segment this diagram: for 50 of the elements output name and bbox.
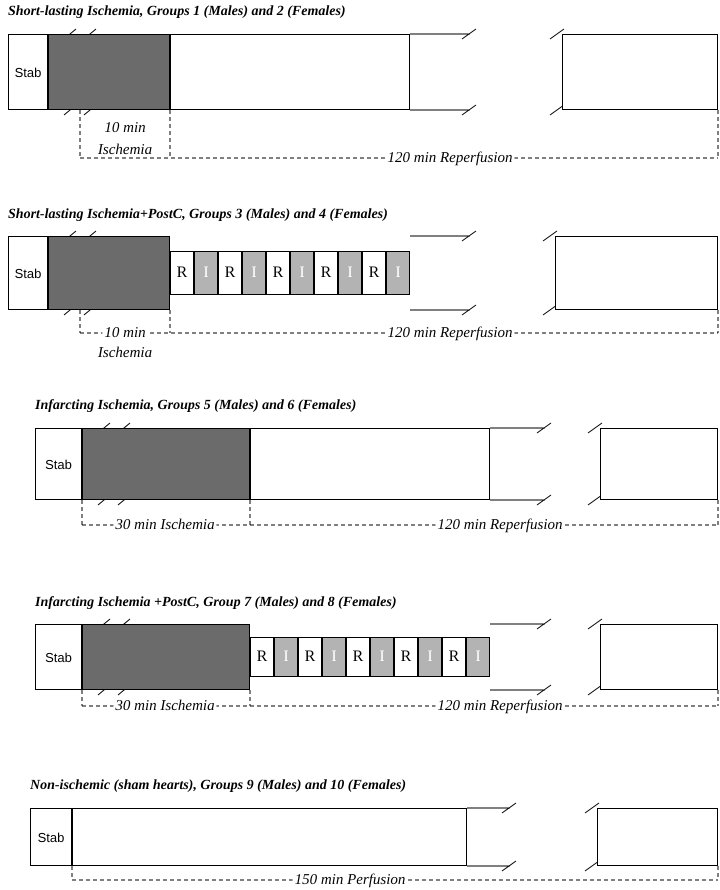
- section-heading: Infarcting Ischemia +PostC, Group 7 (Males) and 8 (Females): [35, 595, 396, 611]
- reperfusion-cycle-box: R: [250, 637, 274, 677]
- duration-label: 120 min Reperfusion: [436, 698, 564, 714]
- duration-label: 120 min Reperfusion: [386, 325, 514, 341]
- reperfusion-cycle-box: R: [442, 637, 466, 677]
- duration-label: 10 min: [104, 120, 146, 136]
- reperfusion-cycle-box: R: [346, 637, 370, 677]
- ischemia-bar: [48, 34, 170, 110]
- duration-label: 150 min Perfusion: [292, 872, 408, 888]
- section-heading: Short-lasting Ischemia, Groups 1 (Males) and 2 (Females): [8, 4, 346, 20]
- ischemia-cycle-box: I: [194, 250, 218, 296]
- ischemia-bar: [48, 236, 170, 310]
- duration-label: 120 min Reperfusion: [436, 517, 564, 533]
- reperfusion-cycle-box: R: [362, 250, 386, 296]
- ischemia-bar: [82, 428, 250, 500]
- section-heading: Short-lasting Ischemia+PostC, Groups 3 (Males) and 4 (Females): [8, 207, 388, 223]
- reperfusion-cycle-box: R: [170, 250, 194, 296]
- ischemia-bar: [82, 624, 250, 690]
- duration-label: 120 min Reperfusion: [386, 150, 514, 166]
- timeline-box: [600, 428, 718, 500]
- ischemia-cycle-box: I: [338, 250, 362, 296]
- timeline-box: [562, 34, 718, 110]
- duration-label: Ischemia: [98, 142, 152, 158]
- timeline-box: [600, 624, 718, 690]
- timeline-box: [72, 808, 467, 866]
- timeline-box: [555, 236, 718, 310]
- reperfusion-cycle-box: R: [394, 637, 418, 677]
- timeline-box: [250, 428, 490, 500]
- reperfusion-cycle-box: R: [218, 250, 242, 296]
- reperfusion-cycle-box: R: [298, 637, 322, 677]
- stabilization-box: Stab: [35, 428, 82, 500]
- duration-label: Ischemia: [98, 345, 152, 361]
- ischemia-cycle-box: I: [242, 250, 266, 296]
- ischemia-cycle-box: I: [370, 637, 394, 677]
- reperfusion-cycle-box: R: [314, 250, 338, 296]
- ischemia-cycle-box: I: [466, 637, 490, 677]
- stabilization-box: Stab: [35, 624, 82, 690]
- reperfusion-cycle-box: R: [266, 250, 290, 296]
- stabilization-box: Stab: [30, 808, 72, 866]
- section-heading: Infarcting Ischemia, Groups 5 (Males) and 6 (Females): [35, 398, 356, 414]
- ischemia-cycle-box: I: [322, 637, 346, 677]
- stabilization-box: Stab: [8, 34, 48, 110]
- timeline-box: [170, 34, 410, 110]
- section-heading: Non-ischemic (sham hearts), Groups 9 (Males) and 10 (Females): [30, 778, 406, 794]
- stabilization-box: Stab: [8, 236, 48, 310]
- ischemia-cycle-box: I: [418, 637, 442, 677]
- timeline-box: [597, 808, 718, 866]
- ischemia-cycle-box: I: [274, 637, 298, 677]
- ischemia-cycle-box: I: [290, 250, 314, 296]
- ischemia-cycle-box: I: [386, 250, 410, 296]
